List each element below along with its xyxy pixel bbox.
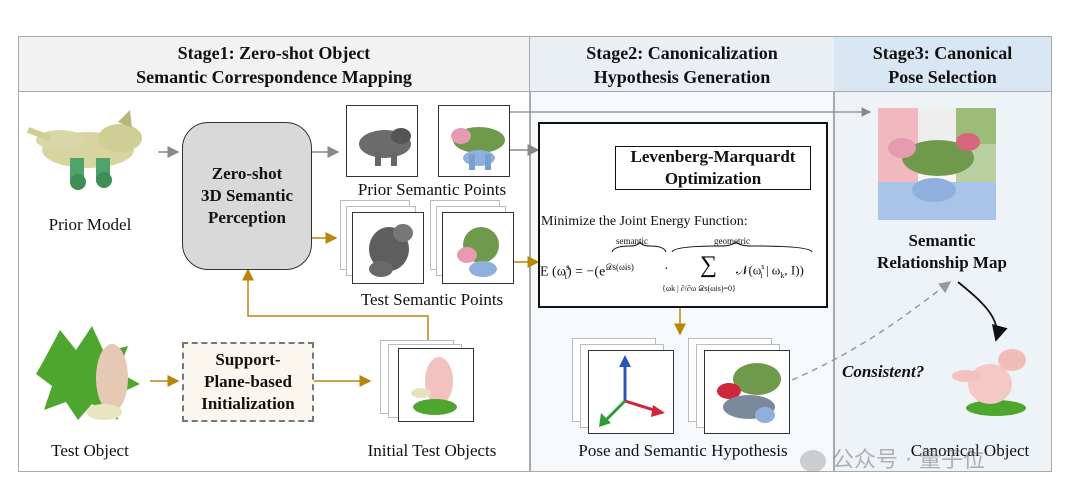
eq-lhs-text: E (ω xyxy=(540,264,566,280)
perception-line2: 3D Semantic xyxy=(200,186,294,205)
eq-normal-rest: | ω xyxy=(762,262,781,278)
eq-normal-k: k xyxy=(780,270,785,280)
eq-lhs: E (ωsi) = −(e𝒟s(ωis) xyxy=(540,262,634,281)
test-points-color-thumb xyxy=(442,212,514,284)
eq-exp: 𝒟s(ωis) xyxy=(605,262,634,272)
stage1-header-line1: Stage1: Zero-shot Object xyxy=(177,43,371,63)
semantic-map-image xyxy=(878,108,996,220)
initial-objects-thumb xyxy=(398,348,474,422)
wechat-icon xyxy=(800,450,826,472)
equation: semantic geometric E (ωsi) = −(e𝒟s(ωis) … xyxy=(540,236,828,302)
eq-lhs-end: ) = −(e xyxy=(566,264,606,280)
stage3-header-line1: Stage3: Canonical xyxy=(872,43,1013,63)
prior-points-label: Prior Semantic Points xyxy=(357,180,507,199)
eq-semantic-label: semantic xyxy=(616,236,648,246)
perception-line3: Perception xyxy=(207,208,287,227)
eq-sum-sub: {ωk | ∂/∂ω 𝒟s(ωis)=0} xyxy=(662,284,736,293)
eq-dot: · xyxy=(664,262,669,277)
init-line3: Initialization xyxy=(201,394,295,413)
eq-normal-end: , I)) xyxy=(784,262,804,278)
stage2-header-line1: Stage2: Canonicalization xyxy=(586,43,778,63)
prior-model-label: Prior Model xyxy=(48,215,132,234)
lm-line2: Optimization xyxy=(664,169,762,188)
consistent-label: Consistent? xyxy=(842,362,925,381)
eq-sum: ∑ xyxy=(700,252,718,278)
initial-objects-label: Initial Test Objects xyxy=(367,441,497,460)
stage1-header-line2: Semantic Correspondence Mapping xyxy=(136,67,412,87)
prior-points-color-thumb xyxy=(438,105,510,177)
eq-normal-sup: s xyxy=(761,262,765,271)
perception-line1: Zero-shot xyxy=(211,164,283,183)
stage3-header-line2: Pose Selection xyxy=(888,67,997,87)
canonical-object-label: Canonical Object xyxy=(910,441,1030,460)
watermark-text: 公众号 · 量子位 xyxy=(832,448,985,473)
init-box: Support- Plane-based Initialization xyxy=(182,342,314,422)
stage1-header: Stage1: Zero-shot Object Semantic Corres… xyxy=(18,36,530,92)
eq-lhs-sup: s xyxy=(565,262,570,272)
minimize-text: Minimize the Joint Energy Function: xyxy=(541,214,748,229)
semantic-hypothesis-thumb xyxy=(704,350,790,434)
lm-box: Levenberg-Marquardt Optimization xyxy=(615,146,811,190)
map-line1: Semantic xyxy=(908,231,976,250)
test-object-label: Test Object xyxy=(51,441,129,460)
eq-normal-sub: i xyxy=(760,270,763,280)
stage2-header: Stage2: Canonicalization Hypothesis Gene… xyxy=(530,36,834,92)
prior-points-gray-thumb xyxy=(346,105,418,177)
init-line1: Support- xyxy=(215,350,281,369)
arrow-map-to-canonical xyxy=(957,281,1008,342)
arrow-initial-to-perception xyxy=(242,268,429,344)
pose-axes-thumb xyxy=(588,350,674,434)
eq-normal: 𝒩(ωsi | ωk, I)) xyxy=(736,262,804,280)
hypothesis-label: Pose and Semantic Hypothesis xyxy=(578,441,788,460)
lm-line1: Levenberg-Marquardt xyxy=(630,147,796,166)
init-line2: Plane-based xyxy=(204,372,292,391)
watermark: 公众号 · 量子位 xyxy=(800,442,985,474)
perception-box: Zero-shot 3D Semantic Perception xyxy=(182,122,312,270)
eq-lhs-sub: i xyxy=(564,271,567,282)
test-points-gray-thumb xyxy=(352,212,424,284)
arrow-consistent-dashed xyxy=(791,281,952,381)
stage2-header-line2: Hypothesis Generation xyxy=(593,67,771,87)
semantic-map-label: Semantic Relationship Map xyxy=(858,228,1026,276)
test-points-label: Test Semantic Points xyxy=(360,290,504,309)
eq-normal-text: 𝒩(ω xyxy=(736,262,762,278)
map-line2: Relationship Map xyxy=(877,253,1007,272)
stage3-header: Stage3: Canonical Pose Selection xyxy=(834,36,1052,92)
eq-geometric-label: geometric xyxy=(714,236,750,246)
